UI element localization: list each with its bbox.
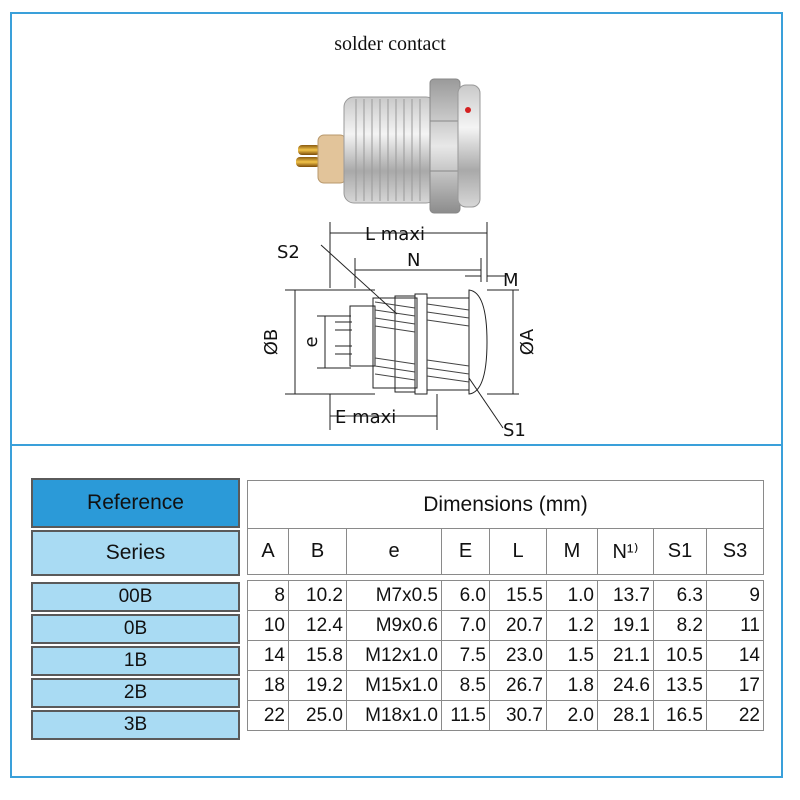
- table-cell: 6.0: [441, 580, 490, 611]
- table-row: 10 12.4 M9x0.6 7.0 20.7 1.2 19.1 8.2 11: [247, 610, 764, 641]
- table-cell: 17: [706, 670, 764, 701]
- table-cell: 8.2: [653, 610, 707, 641]
- table-cell: 22: [706, 700, 764, 731]
- table-cell: M12x1.0: [346, 640, 442, 671]
- table-cell: 24.6: [597, 670, 654, 701]
- table-cell: 25.0: [288, 700, 347, 731]
- table-cell: M18x1.0: [346, 700, 442, 731]
- table-cell: M15x1.0: [346, 670, 442, 701]
- label-l-maxi: L maxi: [365, 224, 425, 245]
- table-cell: 2.0: [546, 700, 598, 731]
- table-row: 22 25.0 M18x1.0 11.5 30.7 2.0 28.1 16.5 …: [247, 700, 764, 731]
- table-row: 18 19.2 M15x1.0 8.5 26.7 1.8 24.6 13.5 1…: [247, 670, 764, 701]
- table-row: 8 10.2 M7x0.5 6.0 15.5 1.0 13.7 6.3 9: [247, 580, 764, 611]
- column-header: S3: [706, 528, 764, 575]
- table-cell: 13.7: [597, 580, 654, 611]
- column-header: N¹⁾: [597, 528, 654, 575]
- table-cell: 19.2: [288, 670, 347, 701]
- table-cell: 10.5: [653, 640, 707, 671]
- series-cell: 3B: [31, 710, 240, 740]
- table-cell: 9: [706, 580, 764, 611]
- table-cell: M7x0.5: [346, 580, 442, 611]
- table-cell: 7.0: [441, 610, 490, 641]
- table-cell: 15.8: [288, 640, 347, 671]
- table-cell: 13.5: [653, 670, 707, 701]
- dimensions-table: Dimensions (mm) A B e E L M N¹⁾ S1 S3 8 …: [247, 480, 764, 731]
- table-cell: 23.0: [489, 640, 547, 671]
- label-n: N: [407, 250, 420, 271]
- table-cell: 10.2: [288, 580, 347, 611]
- dimension-drawing: L maxi N M S2 ØB e ØA E maxi S1: [261, 222, 538, 441]
- table-cell: 14: [247, 640, 289, 671]
- table-cell: 1.0: [546, 580, 598, 611]
- series-cell: 0B: [31, 614, 240, 644]
- label-phi-a: ØA: [517, 328, 538, 355]
- reference-header: Reference: [31, 478, 240, 528]
- table-cell: 16.5: [653, 700, 707, 731]
- table-cell: 15.5: [489, 580, 547, 611]
- label-phi-b: ØB: [261, 329, 282, 356]
- label-e-maxi: E maxi: [335, 407, 396, 428]
- table-cell: 22: [247, 700, 289, 731]
- table-row: 14 15.8 M12x1.0 7.5 23.0 1.5 21.1 10.5 1…: [247, 640, 764, 671]
- column-header: A: [247, 528, 289, 575]
- table-cell: 6.3: [653, 580, 707, 611]
- table-cell: 7.5: [441, 640, 490, 671]
- table-cell: 1.8: [546, 670, 598, 701]
- series-cell: 00B: [31, 582, 240, 612]
- label-m: M: [503, 270, 519, 291]
- connector-photo: [296, 78, 481, 214]
- table-cell: 1.2: [546, 610, 598, 641]
- table-cell: 19.1: [597, 610, 654, 641]
- table-cell: 18: [247, 670, 289, 701]
- column-header: M: [546, 528, 598, 575]
- table-cell: 21.1: [597, 640, 654, 671]
- label-e: e: [301, 336, 322, 347]
- table-cell: 10: [247, 610, 289, 641]
- column-header: S1: [653, 528, 707, 575]
- table-cell: 20.7: [489, 610, 547, 641]
- table-cell: 11.5: [441, 700, 490, 731]
- table-cell: 1.5: [546, 640, 598, 671]
- label-s2: S2: [277, 242, 300, 263]
- table-cell: 8.5: [441, 670, 490, 701]
- table-cell: 28.1: [597, 700, 654, 731]
- column-header: e: [346, 528, 442, 575]
- table-cell: 30.7: [489, 700, 547, 731]
- label-s1: S1: [503, 420, 526, 441]
- table-cell: 14: [706, 640, 764, 671]
- dimensions-header: Dimensions (mm): [247, 480, 764, 529]
- figure-frame: [10, 12, 783, 446]
- table-cell: 26.7: [489, 670, 547, 701]
- column-header: L: [489, 528, 547, 575]
- column-header: E: [441, 528, 490, 575]
- table-cell: M9x0.6: [346, 610, 442, 641]
- table-cell: 8: [247, 580, 289, 611]
- series-header: Series: [31, 530, 240, 576]
- series-cell: 2B: [31, 678, 240, 708]
- figure-caption: solder contact: [334, 33, 446, 55]
- table-cell: 12.4: [288, 610, 347, 641]
- column-header: B: [288, 528, 347, 575]
- table-cell: 11: [706, 610, 764, 641]
- series-cell: 1B: [31, 646, 240, 676]
